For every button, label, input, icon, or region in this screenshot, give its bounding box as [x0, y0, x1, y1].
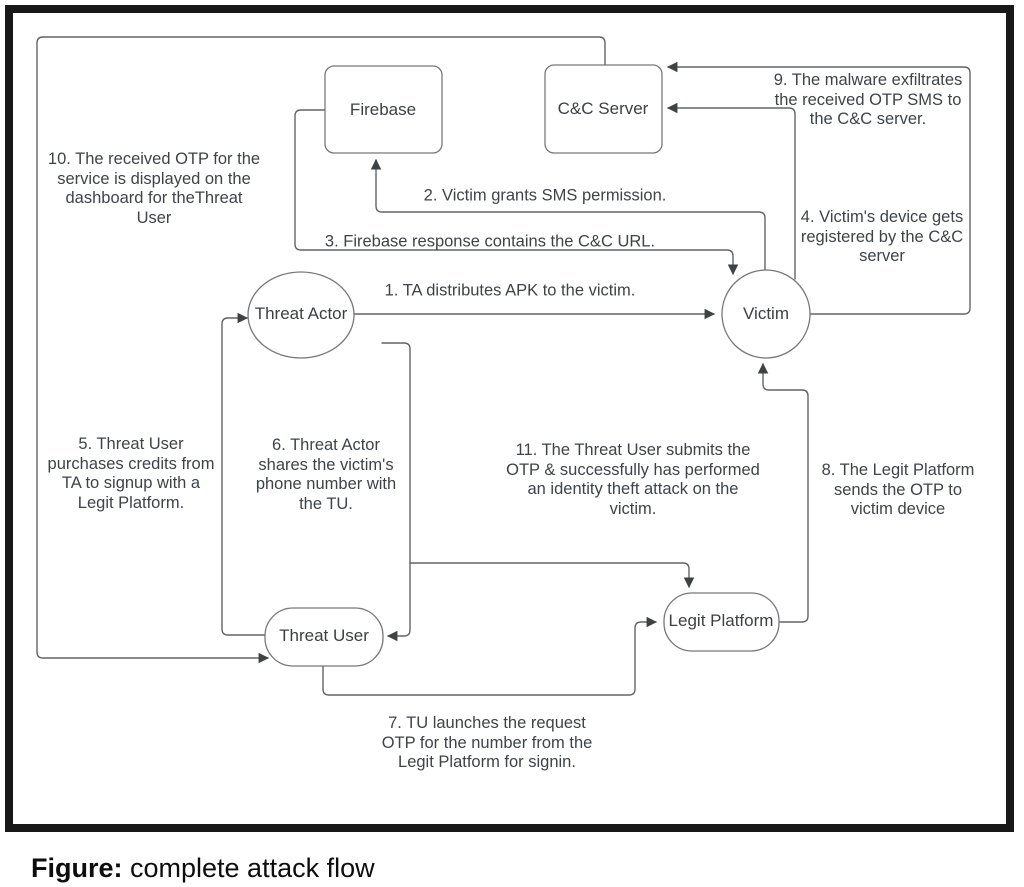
- victim-node-label: Victim: [743, 304, 789, 323]
- edge-step-10-cc-to-tu: [36, 36, 606, 664]
- figure-border: [5, 5, 1014, 832]
- cc-server-node-label: C&C Server: [557, 99, 649, 118]
- legit-platform-node-shape: [663, 592, 780, 652]
- threat-actor-node-shape: [247, 271, 355, 359]
- step-7-label: 7. TU launches the request OTP for the n…: [381, 713, 593, 771]
- step-2-label: 2. Victim grants SMS permission.: [423, 186, 667, 205]
- edge-step-6-ta-to-tu: [381, 342, 411, 642]
- threat-actor-node-label: Threat Actor: [254, 304, 348, 323]
- edge-step-9-victim-to-cc: [666, 61, 971, 315]
- firebase-node-shape: [324, 65, 443, 154]
- victim-node-shape: [721, 269, 811, 359]
- step-6-label: 6. Threat Actor shares the victim's phon…: [255, 436, 397, 513]
- step-10-label: 10. The received OTP for the service is …: [47, 150, 261, 227]
- step-3-label: 3. Firebase response contains the C&C UR…: [324, 232, 656, 251]
- threat-user-node-shape: [264, 607, 384, 667]
- step-9-label: 9. The malware exfiltrates the received …: [773, 70, 963, 128]
- edge-step-11-tu-to-lp: [409, 562, 695, 589]
- edge-step-8-lp-to-victim: [757, 362, 809, 623]
- edge-step-3-firebase-to-victim: [294, 109, 739, 276]
- step-11-label: 11. The Threat User submits the OTP & su…: [506, 441, 760, 518]
- edge-step-4-victim-to-cc: [666, 102, 796, 280]
- step-4-label: 4. Victim's device gets registered by th…: [800, 207, 964, 265]
- cc-server-node-shape: [544, 64, 663, 154]
- edge-step-7-tu-to-lp: [322, 616, 658, 696]
- firebase-node-label: Firebase: [349, 100, 417, 119]
- threat-user-node-label: Threat User: [279, 626, 369, 645]
- figure-caption: Figure: complete attack flow: [31, 853, 375, 884]
- figure-caption-text: complete attack flow: [122, 853, 375, 883]
- edge-step-5-tu-to-ta: [221, 312, 269, 636]
- legit-platform-node-label: Legit Platform: [668, 611, 774, 630]
- figure-caption-label: Figure:: [31, 853, 123, 883]
- step-5-label: 5. Threat User purchases credits from TA…: [47, 435, 215, 512]
- edge-step-2-victim-to-firebase: [370, 158, 766, 273]
- step-1-label: 1. TA distributes APK to the victim.: [384, 281, 636, 300]
- step-8-label: 8. The Legit Platform sends the OTP to v…: [821, 460, 975, 518]
